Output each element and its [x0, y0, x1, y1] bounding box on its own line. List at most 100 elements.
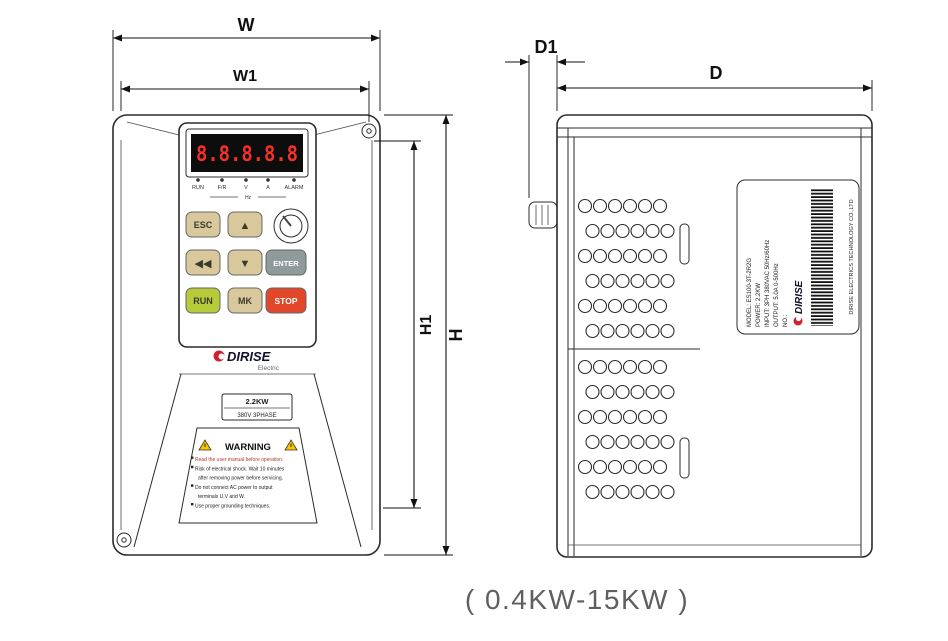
unit-label: Hz	[245, 195, 252, 201]
nameplate-output: OUTPUT: 5.0A 0-500Hz	[774, 263, 780, 327]
vent-hole	[645, 273, 660, 289]
nameplate-brand: DIRISE	[794, 280, 805, 314]
vent-hole	[607, 298, 623, 314]
brand-logo: DIRISE Electric	[213, 349, 280, 372]
vent-hole	[607, 459, 623, 475]
vent-hole	[615, 434, 630, 450]
vent-hole	[622, 359, 638, 375]
vent-hole	[585, 223, 600, 239]
vent-hole	[652, 248, 668, 264]
enter-button-label: ENTER	[273, 259, 299, 268]
barcode	[811, 188, 833, 326]
dim-w1-label: W1	[233, 68, 257, 85]
mounting-hole-top-right-center	[366, 128, 372, 134]
mounting-hole-top-right	[361, 123, 377, 139]
display-bezel	[185, 128, 309, 178]
nameplate-brand-icon-cut	[795, 315, 802, 322]
vent-hole	[622, 248, 638, 264]
vent-hole	[577, 198, 593, 214]
vent-hole	[592, 198, 608, 214]
nameplate-input: INPUT: 3PH 380VAC 50Hz/60Hz	[765, 240, 771, 327]
down-button[interactable]	[227, 249, 263, 276]
brand-logo-icon-cut	[218, 353, 225, 360]
shift-left-button[interactable]	[185, 249, 221, 276]
knob-pointer	[282, 215, 292, 227]
led-run	[196, 178, 200, 182]
vent-hole	[592, 409, 608, 425]
vent-hole	[577, 459, 593, 475]
up-button[interactable]	[227, 211, 263, 238]
warning-bullet	[191, 456, 194, 459]
vent-hole	[615, 273, 630, 289]
vent-hole	[607, 198, 623, 214]
esc-button[interactable]	[185, 211, 221, 238]
vent-hole-grid	[577, 198, 675, 500]
vent-hole	[637, 198, 653, 214]
nameplate-power: POWER: 2.2KW	[756, 283, 762, 327]
stop-button[interactable]	[265, 287, 307, 314]
dim-d: D	[557, 63, 873, 111]
vent-hole	[585, 384, 600, 400]
vent-hole	[585, 273, 600, 289]
led-label-a: A	[266, 185, 270, 191]
vent-hole	[585, 434, 600, 450]
knob-outer-ring	[273, 208, 309, 244]
led-label-alarm: ALARM	[285, 185, 304, 191]
warning-triangle-exclamations	[204, 443, 292, 447]
warning-label: WARNING Read the user manual before oper…	[178, 427, 318, 524]
vent-hole	[637, 248, 653, 264]
nameplate-model: MODEL: ES100-3T-2R2G	[747, 258, 753, 327]
vent-hole	[652, 409, 668, 425]
vent-hole	[660, 384, 675, 400]
side-outline	[556, 114, 873, 558]
vent-hole	[577, 248, 593, 264]
vent-hole	[600, 273, 615, 289]
nameplate-company: DIRISE ELECTRICS TECHNOLOGY CO.,LTD	[849, 199, 855, 314]
up-arrow-icon: ▲	[240, 220, 251, 232]
enter-button[interactable]	[265, 249, 307, 276]
dim-h-label: H	[446, 329, 466, 342]
vent-hole	[600, 434, 615, 450]
dim-d1-extension-lines	[528, 55, 558, 198]
warning-bullet	[191, 503, 194, 506]
status-led-row: RUN F/R V A ALARM Hz	[192, 178, 304, 201]
lower-left-diagonal	[133, 373, 182, 548]
warning-label-outline	[178, 427, 318, 524]
vent-hole	[600, 484, 615, 500]
mounting-hole-bottom-left	[116, 532, 132, 548]
dim-d1-label: D1	[534, 37, 557, 57]
mk-button[interactable]	[227, 287, 263, 314]
vent-hole	[592, 459, 608, 475]
vent-hole	[630, 484, 645, 500]
run-button[interactable]	[185, 287, 221, 314]
double-left-arrow-icon: ◀◀	[195, 258, 212, 270]
vent-hole	[615, 323, 630, 339]
vent-hole	[585, 323, 600, 339]
speed-knob[interactable]	[273, 208, 309, 244]
nameplate: MODEL: ES100-3T-2R2G POWER: 2.2KW INPUT:…	[736, 179, 860, 335]
vent-hole	[630, 434, 645, 450]
led-v	[244, 178, 248, 182]
warning-line: terminals U,V and W.	[198, 494, 245, 500]
warning-line: Use proper grounding techniques.	[195, 504, 270, 510]
vent-hole	[622, 409, 638, 425]
vent-hole	[637, 409, 653, 425]
vent-hole	[585, 484, 600, 500]
vent-slot-lower	[679, 437, 690, 479]
vent-hole	[660, 434, 675, 450]
run-button-label: RUN	[193, 296, 213, 306]
vent-hole	[652, 359, 668, 375]
front-view: 8.8.8.8.8 RUN F/R V A ALARM Hz	[112, 15, 466, 556]
dim-w: W	[112, 15, 381, 111]
stop-button-label: STOP	[275, 296, 298, 306]
vent-hole	[652, 198, 668, 214]
warning-line: after removing power before servicing.	[198, 476, 283, 482]
led-fr	[220, 178, 224, 182]
vent-hole	[660, 223, 675, 239]
vent-hole	[645, 484, 660, 500]
seven-segment-display: 8.8.8.8.8	[196, 142, 298, 166]
led-label-run: RUN	[192, 185, 204, 191]
side-view: MODEL: ES100-3T-2R2G POWER: 2.2KW INPUT:…	[505, 37, 873, 558]
keypad-buttons: ESC ▲ ◀◀ ▼ ENTER RUN MK STOP	[185, 211, 307, 314]
